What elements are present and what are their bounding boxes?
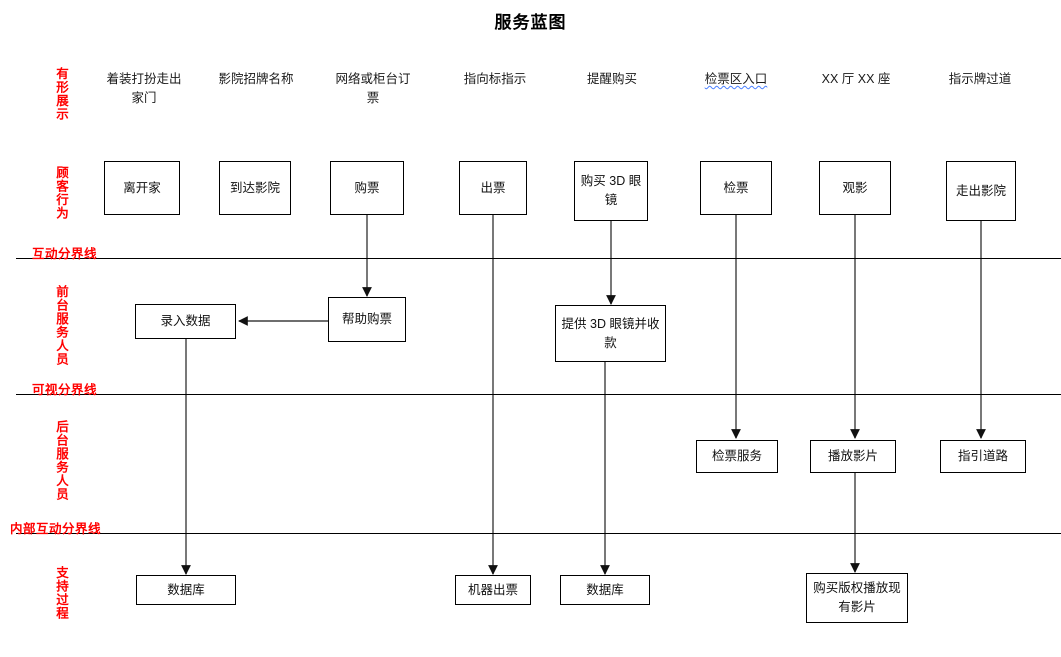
node-action-arrive-cinema[interactable]: 到达影院	[219, 161, 291, 215]
node-support-machine-ticketing[interactable]: 机器出票	[455, 575, 531, 605]
divider-line-of-visibility	[16, 394, 1061, 395]
divider-label-interaction: 互动分界线	[32, 247, 98, 261]
node-action-leave-cinema[interactable]: 走出影院	[946, 161, 1016, 221]
node-action-buy-3d-glasses[interactable]: 购买 3D 眼镜	[574, 161, 648, 221]
node-action-watch-movie[interactable]: 观影	[819, 161, 891, 215]
physical-evidence-2: 影院招牌名称	[218, 72, 294, 86]
node-onstage-help-purchase[interactable]: 帮助购票	[328, 297, 406, 342]
node-action-leave-home[interactable]: 离开家	[104, 161, 180, 215]
physical-evidence-6: 检票区入口	[704, 72, 768, 86]
page-title: 服务蓝图	[494, 13, 567, 32]
row-label-backstage-contact: 后台服务人员	[54, 419, 68, 501]
physical-evidence-4: 指向标指示	[463, 72, 527, 86]
physical-evidence-3: 网络或柜台订票	[335, 72, 411, 105]
physical-evidence-8: 指示牌过道	[948, 72, 1012, 86]
node-backstage-ticket-check-service[interactable]: 检票服务	[696, 440, 778, 473]
node-support-database-2[interactable]: 数据库	[560, 575, 650, 605]
physical-evidence-1: 着装打扮走出家门	[106, 72, 182, 105]
row-label-support-processes: 支持过程	[54, 566, 68, 620]
node-backstage-play-film[interactable]: 播放影片	[810, 440, 896, 473]
divider-line-of-interaction	[16, 258, 1061, 259]
divider-label-visibility: 可视分界线	[32, 383, 98, 397]
physical-evidence-7: XX 厅 XX 座	[821, 72, 891, 86]
divider-label-internal-interaction: 内部互动分界线	[10, 522, 102, 536]
row-label-physical-evidence: 有形展示	[54, 67, 68, 121]
node-action-issue-ticket[interactable]: 出票	[459, 161, 527, 215]
node-onstage-enter-data[interactable]: 录入数据	[135, 304, 236, 339]
node-onstage-provide-3d-glasses[interactable]: 提供 3D 眼镜并收款	[555, 305, 666, 362]
row-label-customer-actions: 顾客行为	[54, 166, 68, 220]
divider-line-of-internal-interaction	[16, 533, 1061, 534]
node-support-buy-copyright[interactable]: 购买版权播放现有影片	[806, 573, 908, 623]
row-label-onstage-contact: 前台服务人员	[54, 284, 68, 366]
node-action-buy-ticket[interactable]: 购票	[330, 161, 404, 215]
node-backstage-guide-path[interactable]: 指引道路	[940, 440, 1026, 473]
physical-evidence-5: 提醒购买	[586, 72, 637, 86]
node-support-database-1[interactable]: 数据库	[136, 575, 236, 605]
node-action-check-ticket[interactable]: 检票	[700, 161, 772, 215]
